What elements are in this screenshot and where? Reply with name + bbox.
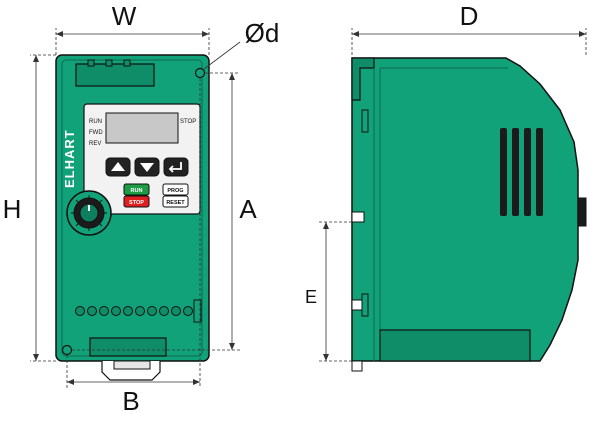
side-dimensions (318, 28, 587, 362)
prog-button[interactable]: PROG (162, 183, 189, 196)
reset-button[interactable]: RESET (162, 195, 189, 208)
dim-label-w: W (112, 1, 137, 31)
side-view (351, 57, 587, 372)
display-screen (105, 112, 179, 144)
mounting-hole-top (194, 67, 206, 79)
dim-label-e: E (305, 287, 317, 307)
run-button[interactable]: RUN (123, 183, 150, 196)
run-button-label: RUN (131, 188, 143, 194)
vent-slots (500, 128, 543, 216)
dim-label-d: D (460, 1, 479, 31)
terminal-screw-row (75, 306, 193, 316)
bottom-terminal-block (89, 337, 167, 357)
enter-icon (168, 162, 182, 173)
indicator-fwd: FWD (89, 130, 103, 136)
down-arrow-icon (140, 163, 154, 172)
dim-label-h: H (3, 194, 22, 224)
indicator-rev: REV (89, 141, 101, 147)
down-button[interactable] (134, 157, 160, 177)
indicator-run: RUN (89, 119, 102, 125)
up-button[interactable] (105, 157, 131, 177)
stop-button-label: STOP (129, 200, 144, 206)
front-dimension-arrows (33, 31, 235, 385)
dim-label-od: Ød (245, 18, 280, 48)
side-body (351, 57, 579, 362)
brand-label: ELHART (62, 129, 77, 188)
dim-label-a: A (239, 194, 257, 224)
side-dimension-arrows (323, 31, 586, 361)
reset-button-label: RESET (166, 200, 185, 206)
mounting-hole-bottom (61, 344, 73, 356)
enter-button[interactable] (163, 157, 189, 177)
front-dimensions (30, 28, 241, 388)
prog-button-label: PROG (167, 188, 183, 194)
top-terminal-block (75, 63, 155, 87)
side-connector (577, 197, 587, 227)
speed-knob[interactable] (66, 190, 112, 236)
indicator-stop: STOP (180, 119, 196, 125)
stop-button[interactable]: STOP (123, 195, 150, 208)
up-arrow-icon (111, 162, 125, 171)
dim-label-b: B (122, 386, 139, 416)
front-view: ELHART RUN FWD REV STOP (55, 54, 210, 381)
brand-logo: ELHART (62, 129, 77, 188)
